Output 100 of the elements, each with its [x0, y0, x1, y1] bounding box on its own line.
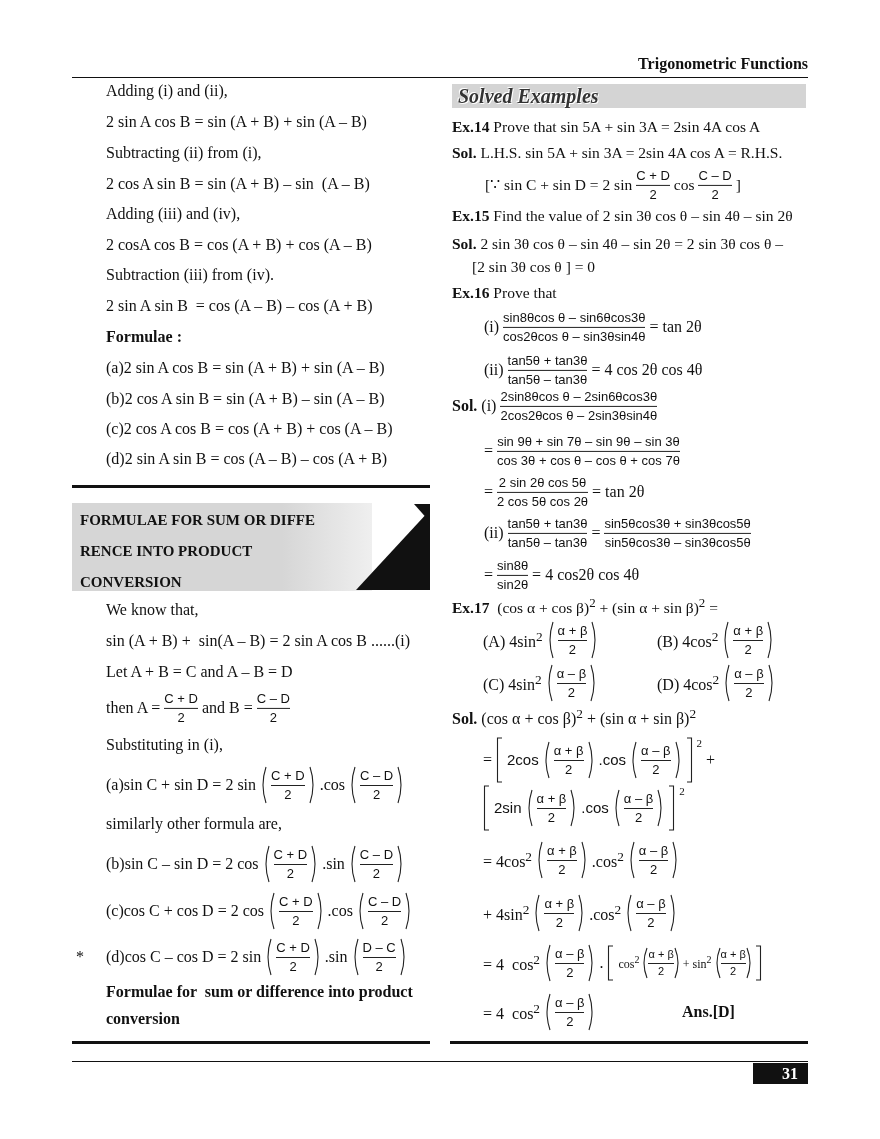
formula-text: = [484, 482, 494, 502]
formula-text: .cos [598, 751, 627, 769]
fraction-denominator: 2 [566, 964, 574, 981]
fraction-numerator: tan5θ + tan3θ [507, 352, 588, 369]
formula-text: (c)cos C + cos D = 2 cos [106, 901, 264, 921]
fraction-numerator: α + β [553, 742, 584, 759]
fraction-numerator: α + β [547, 842, 577, 859]
formula-text: (ii) [484, 360, 504, 380]
fraction-denominator: tan5θ – tan3θ [507, 371, 588, 388]
fraction-denominator: 2 [269, 709, 277, 726]
formula-text: (ii) [484, 523, 504, 543]
fraction-numerator: C + D [164, 690, 198, 707]
fraction-denominator: 2 [744, 641, 752, 658]
fraction-numerator: α + β [720, 948, 746, 962]
fraction-numerator: α – β [556, 665, 587, 682]
fraction-denominator: 2 [647, 914, 655, 931]
fraction-denominator: 2 [547, 809, 556, 826]
fraction-numerator: α – β [734, 665, 764, 682]
fraction-numerator: α – β [555, 945, 585, 962]
fraction-denominator: 2 [566, 1013, 574, 1030]
fraction-denominator: sin5θcos3θ – sin3θcos5θ [604, 534, 751, 551]
text-line: Ex.14 Prove that sin 5A + sin 3A = 2sin 4A cos A [452, 118, 761, 136]
fraction-denominator: 2 [568, 641, 577, 658]
formula-text: (d)2 sin A sin B = cos (A – B) – cos (A + B) [106, 449, 388, 469]
formula-text: = 4cos$^{2}$ [483, 848, 533, 872]
fraction-denominator: 2 [649, 861, 658, 878]
formula-text: .sin [322, 854, 345, 874]
formula-text: = tan 2θ [649, 317, 702, 337]
fraction-denominator: cos 3θ + cos θ – cos θ + cos 7θ [497, 452, 680, 469]
fraction-numerator: C – D [359, 767, 394, 784]
fraction-denominator: 2 [177, 709, 185, 726]
formula-text: 2 cosA cos B = cos (A + B) + cos (A – B) [106, 235, 372, 255]
fraction-denominator: 2 [558, 861, 566, 878]
formula-text: = [484, 441, 494, 461]
formula-text: = 4 cos$^{2}$ [483, 951, 541, 975]
fraction-denominator: 2 [565, 761, 573, 778]
formula-text: and B = [201, 698, 253, 718]
text-line: Subtracting (ii) from (i), [106, 143, 262, 163]
fraction-denominator: 2 [711, 186, 719, 203]
formula-text: Let A + B = C and A – B = D [106, 662, 293, 682]
fraction-numerator: α + β [733, 622, 764, 639]
fraction-numerator: α – β [555, 994, 585, 1011]
formula-text: .cos [319, 775, 345, 795]
formula-text: .cos [581, 799, 609, 817]
heading-text: conversion [106, 1009, 180, 1029]
formula-text: (a)sin C + sin D = 2 sin [106, 775, 257, 795]
formula-text: (C) 4sin$^{2}$ [483, 671, 542, 695]
fraction-denominator: cos2θcos θ – sin3θsin4θ [503, 328, 646, 345]
fraction-numerator: α – β [623, 790, 654, 807]
fraction-denominator: 2 [652, 761, 660, 778]
formula-text: ] [735, 176, 741, 194]
text-line: Ex.16 Prove that [452, 284, 557, 302]
fraction-numerator: C – D [367, 893, 402, 910]
fraction-numerator: sin8θcos θ – sin6θcos3θ [503, 309, 646, 326]
fraction-denominator: 2 [658, 964, 665, 978]
text-line: We know that, [106, 600, 199, 620]
fraction-numerator: sin5θcos3θ + sin3θcos5θ [604, 515, 751, 532]
formula-text: = [484, 565, 494, 585]
text-line: Adding (iii) and (iv), [106, 204, 241, 224]
text-line: Sol. L.H.S. sin 5A + sin 3A = 2sin 4A cos A = R.H.S. [452, 144, 783, 162]
fraction-denominator: 2 cos 5θ cos 2θ [497, 493, 589, 510]
fraction-denominator: 2 [745, 684, 753, 701]
formula-text: .sin [324, 947, 348, 967]
fraction-denominator: 2 [289, 958, 297, 975]
fraction-denominator: 2 [634, 809, 643, 826]
fraction-denominator: 2 [649, 186, 657, 203]
fraction-numerator: C + D [636, 167, 670, 184]
fraction-denominator: 2 [567, 684, 575, 701]
formula-text: (d)cos C – cos D = 2 sin [106, 947, 262, 967]
formula-text: [∵ sin C + sin D = 2 sin [485, 176, 633, 194]
fraction-numerator: tan5θ + tan3θ [507, 515, 588, 532]
fraction-numerator: α – β [638, 842, 669, 859]
formula-text: .cos$^{2}$ [591, 848, 624, 872]
heading-text: Formulae : [106, 327, 182, 347]
fraction-denominator: tan5θ – tan3θ [507, 534, 588, 551]
section-heading-band [452, 84, 806, 108]
formula-text: = 4 cos2θ cos 4θ [532, 565, 640, 585]
fraction-numerator: C – D [359, 846, 394, 863]
formula-text: + 4sin$^{2}$ [483, 901, 530, 925]
fraction-numerator: α + β [536, 790, 567, 807]
fraction-numerator: α – β [641, 742, 671, 759]
fraction-denominator: 2cos2θcos θ – 2sin3θsin4θ [500, 407, 658, 424]
section-heading-band [72, 503, 372, 591]
fraction-denominator: 2 [730, 964, 737, 978]
formula-text: + sin$^{2}$ [682, 954, 712, 972]
formula-text: .cos$^{2}$ [589, 901, 622, 925]
formula-text: 2cos [507, 751, 539, 769]
fraction-numerator: C – D [698, 167, 732, 184]
formula-text: cos$^{2}$ [618, 954, 640, 972]
formula-text: 2 sin A sin B = cos (A – B) – cos (A + B) [106, 296, 373, 316]
fraction-numerator: C + D [271, 767, 305, 784]
formula-text: + [706, 750, 716, 770]
formula-text: . [599, 953, 604, 973]
formula-text: (A) 4sin$^{2}$ [483, 628, 543, 652]
fraction-denominator: 2 [284, 786, 292, 803]
fraction-denominator: 2 [372, 865, 381, 882]
exponent: 2 [696, 736, 702, 750]
formula-text: (b)2 cos A sin B = sin (A + B) – sin (A – B) [106, 389, 385, 409]
fraction-numerator: 2sin8θcos θ – 2sin6θcos3θ [500, 388, 658, 405]
formula-text: (D) 4cos$^{2}$ [657, 671, 720, 695]
